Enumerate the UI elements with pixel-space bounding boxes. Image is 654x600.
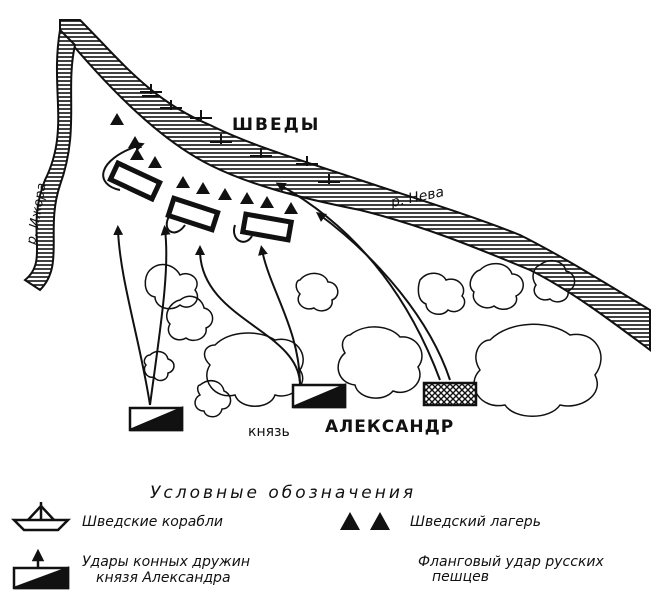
izhora-river — [23, 27, 77, 292]
legend-cavalry-label-2: князя Александра — [96, 570, 231, 586]
swedish-units — [107, 159, 295, 243]
legend-infantry-label-1: Фланговый удар русских — [418, 554, 605, 570]
legend-camp-label: Шведский лагерь — [410, 514, 541, 530]
ship-icons — [140, 84, 340, 184]
alexander-label: АЛЕКСАНДР — [325, 417, 454, 437]
prince-label: князь — [248, 424, 290, 440]
legend-cavalry-icon — [12, 548, 70, 590]
neva-river — [59, 19, 651, 352]
cavalry-units — [128, 383, 347, 432]
legend-infantry-label-2: пешцев — [432, 569, 489, 585]
forest-patches — [143, 259, 602, 418]
legend-ships-label: Шведские корабли — [82, 514, 223, 530]
legend-ship-icon — [10, 502, 72, 532]
legend-cavalry-label-1: Удары конных дружин — [82, 554, 250, 570]
swedes-label: ШВЕДЫ — [232, 115, 320, 135]
legend-title: Условные обозначения — [150, 483, 416, 503]
legend-camp-icon — [340, 512, 390, 530]
infantry-unit — [422, 381, 478, 407]
attack-paths — [102, 141, 451, 406]
